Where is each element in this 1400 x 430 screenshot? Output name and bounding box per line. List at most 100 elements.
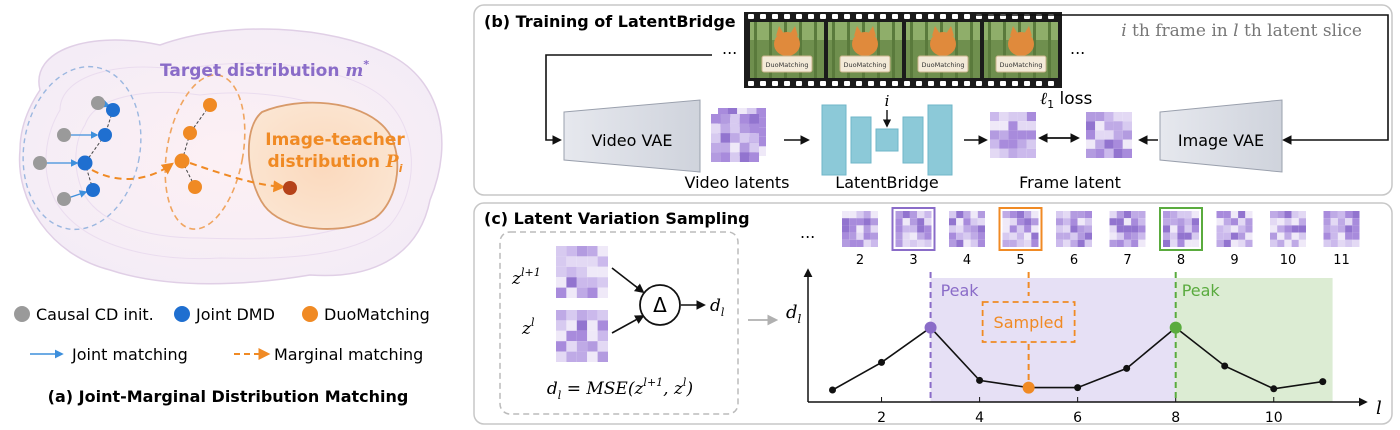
marginal-matching-arrow-1 — [91, 162, 174, 180]
teacher-label-line2: distribution Pi — [268, 152, 403, 175]
legend-orange-dot — [302, 306, 318, 322]
x-tick-label: 2 — [877, 410, 886, 426]
video-vae-label: Video VAE — [592, 131, 673, 150]
thumbnail-grid — [1163, 211, 1199, 247]
peak-1-label: Peak — [941, 281, 980, 300]
thumbnail-grid — [895, 211, 932, 247]
x-axis-label: l — [1376, 398, 1382, 419]
cat-head — [1008, 32, 1034, 56]
data-point — [924, 321, 937, 334]
panel-b-title: (b) Training of LatentBridge — [484, 12, 736, 31]
delta-symbol: Δ — [653, 293, 667, 317]
data-point — [1221, 362, 1229, 370]
latent-bridge-unet — [821, 104, 953, 176]
thumbnail-label: 5 — [1016, 253, 1024, 268]
film-strip: DuoMatching DuoMatching DuoMatching DuoMatc… — [744, 12, 1062, 88]
thumbnail-grid — [842, 211, 878, 247]
thumbnail-3: 3 — [891, 207, 936, 268]
x-tick-label: 10 — [1265, 410, 1283, 426]
data-point — [1169, 321, 1182, 334]
sign-text: DuoMatching — [766, 61, 809, 69]
cat-head — [774, 32, 800, 56]
sampled-label: Sampled — [994, 313, 1064, 332]
x-tick-label: 8 — [1171, 410, 1180, 426]
sign-text: DuoMatching — [922, 61, 965, 69]
frame-latent-grid — [990, 112, 1036, 158]
thumbnail-2: 2 — [842, 211, 878, 268]
x-tick-label: 6 — [1073, 410, 1082, 426]
frame-latent-target — [1086, 112, 1132, 158]
video-latents-label: Video latents — [684, 173, 789, 192]
cat-head — [930, 32, 956, 56]
film-ellipsis-left: ... — [722, 39, 737, 58]
film-frame: DuoMatching — [906, 22, 980, 78]
blue-dots — [77, 103, 120, 197]
sign-text: DuoMatching — [1000, 61, 1043, 69]
film-frame: DuoMatching — [984, 22, 1058, 78]
legend-marginal-matching: Marginal matching — [274, 345, 423, 364]
orange-dots — [174, 98, 217, 194]
video-latents-stack — [711, 108, 766, 162]
frame-latent-pred — [990, 112, 1036, 158]
thumbnail-8: 8 — [1159, 207, 1203, 268]
data-point — [1123, 364, 1131, 372]
d-l-label: dl — [710, 296, 725, 319]
data-point — [1074, 384, 1082, 392]
bridge-index-i: i — [885, 92, 890, 110]
loss-label: ℓ1 loss — [1040, 89, 1092, 111]
z-l-plus-1-label: zl+1 — [511, 266, 541, 289]
panel-a: Target distribution m* Image-teacher dis… — [14, 28, 443, 406]
legend-a: Causal CD init. Joint DMD DuoMatching Jo… — [14, 305, 430, 364]
image-vae-label: Image VAE — [1178, 131, 1264, 150]
thumbnail-10: 10 — [1270, 211, 1306, 268]
thumbnail-7: 7 — [1109, 211, 1146, 268]
z-l-label: zl — [521, 316, 535, 339]
thumbnail-label: 11 — [1333, 253, 1350, 268]
thumb-ellipsis: ... — [800, 223, 815, 242]
cat-head — [852, 32, 878, 56]
joint-cluster-region — [22, 65, 142, 231]
video-latent-front — [711, 114, 759, 162]
thumbnail-label: 8 — [1177, 253, 1185, 268]
teacher-label-line1: Image-teacher — [265, 130, 405, 150]
thumbnail-4: 4 — [949, 211, 985, 268]
frame-latent-grid — [1086, 112, 1132, 158]
panel-b: (b) Training of LatentBridge DuoMatching… — [473, 4, 1393, 196]
sampled-box — [981, 301, 1076, 343]
legend-causal: Causal CD init. — [36, 305, 154, 324]
peak-region-1 — [930, 278, 1176, 402]
thumbnail-grid — [1109, 211, 1146, 247]
delta-circle — [639, 284, 681, 326]
x-tick-label: 4 — [975, 410, 984, 426]
data-point — [1319, 378, 1327, 386]
target-distribution-label: Target distribution m* — [160, 58, 369, 81]
thumbnail-11: 11 — [1323, 211, 1360, 268]
sign-text: DuoMatching — [844, 61, 887, 69]
feedback-arrow-right — [976, 14, 1389, 145]
thumbnail-5: 5 — [998, 207, 1043, 268]
peak-2-label: Peak — [1182, 281, 1221, 300]
thumbnail-grid — [1216, 211, 1253, 247]
z-l1-cells — [556, 246, 608, 298]
thumbnail-label: 10 — [1280, 253, 1297, 268]
gray-dots — [33, 96, 105, 206]
latent-bridge-label: LatentBridge — [835, 173, 938, 192]
thumbnail-grid — [949, 211, 985, 247]
slice-note: i th frame in l th latent slice — [1121, 21, 1362, 41]
y-axis-label: dl — [786, 302, 802, 326]
data-point — [1022, 381, 1035, 394]
peak-region-2 — [1175, 278, 1333, 402]
legend-duo: DuoMatching — [324, 305, 430, 324]
thumbnail-label: 6 — [1070, 253, 1078, 268]
film-ellipsis-right: ... — [1070, 39, 1085, 58]
legend-blue-dot — [174, 306, 190, 322]
thumbnail-label: 7 — [1123, 253, 1131, 268]
thumbnail-label: 4 — [963, 253, 971, 268]
panel-c-title: (c) Latent Variation Sampling — [484, 209, 750, 228]
thumbnail-9: 9 — [1216, 211, 1253, 268]
legend-gray-dot — [14, 306, 30, 322]
frame-latent-label: Frame latent — [1019, 173, 1121, 192]
